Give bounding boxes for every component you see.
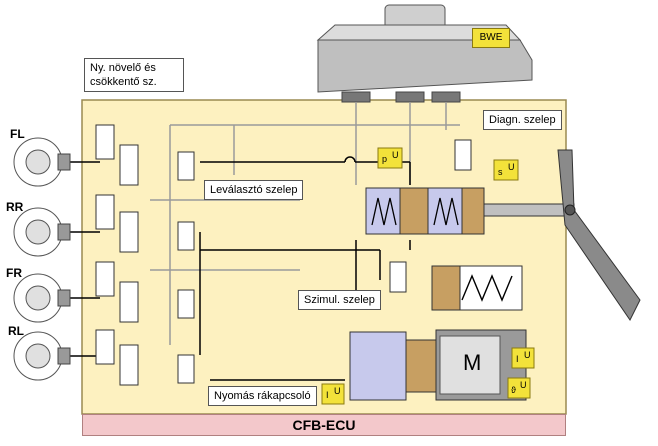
simulator-cylinder (431, 265, 523, 311)
sensor-i-label: I (516, 354, 519, 364)
sensor-s-label: s (498, 167, 503, 177)
wheel-rr (13, 207, 71, 257)
pressure-sensor: p U (377, 147, 403, 169)
label-diagnostic-valve: Diagn. szelep (483, 110, 562, 130)
ecu-bar: CFB-ECU (82, 414, 566, 436)
temperature-sensor: ϑ U (507, 377, 531, 399)
hydraulic-lines (68, 156, 411, 381)
sensor-p-u-label: U (392, 150, 399, 160)
sensor-psw-label: I (326, 390, 329, 400)
travel-sensor: s U (493, 159, 519, 181)
wheel-label-fr: FR (6, 266, 22, 280)
valve-column-left (95, 124, 195, 386)
sensors: p U s U I U ϑ U I U (321, 147, 535, 405)
label-isolation-valve: Leválasztó szelep (204, 180, 304, 200)
label-pressure-switch: Nyomás rákapcsoló (208, 386, 317, 406)
pressure-switch-sensor: I U (321, 383, 345, 405)
sensor-p-label: p (382, 154, 387, 164)
master-cylinder-reservoir (316, 4, 533, 103)
label-pressure-inc-dec-valve: Ny. növelő és csökkentő sz. (84, 58, 184, 92)
wheels (13, 137, 71, 381)
sensor-theta-u-label: U (520, 380, 527, 390)
pressure-supply-unit (349, 329, 527, 401)
wheel-label-rr: RR (6, 200, 24, 214)
wheel-rl (13, 331, 71, 381)
motor-label: M (463, 350, 482, 375)
brake-pedal (557, 149, 641, 321)
sensor-s-u-label: U (508, 162, 515, 172)
wheel-fl (13, 137, 71, 187)
wheel-label-rl: RL (8, 324, 24, 338)
sensor-psw-u-label: U (334, 386, 341, 396)
supply-lines (150, 102, 460, 345)
simulator-valve (389, 261, 407, 293)
diagnostic-valve (454, 139, 472, 171)
current-sensor: I U (511, 347, 535, 369)
bwe-label: BWE (472, 28, 510, 48)
label-simulator-valve: Szimul. szelep (298, 290, 381, 310)
pedal-cylinder (365, 187, 575, 235)
wheel-label-fl: FL (10, 127, 25, 141)
sensor-i-u-label: U (524, 350, 531, 360)
sensor-theta-label: ϑ (511, 385, 516, 395)
wheel-fr (13, 273, 71, 323)
